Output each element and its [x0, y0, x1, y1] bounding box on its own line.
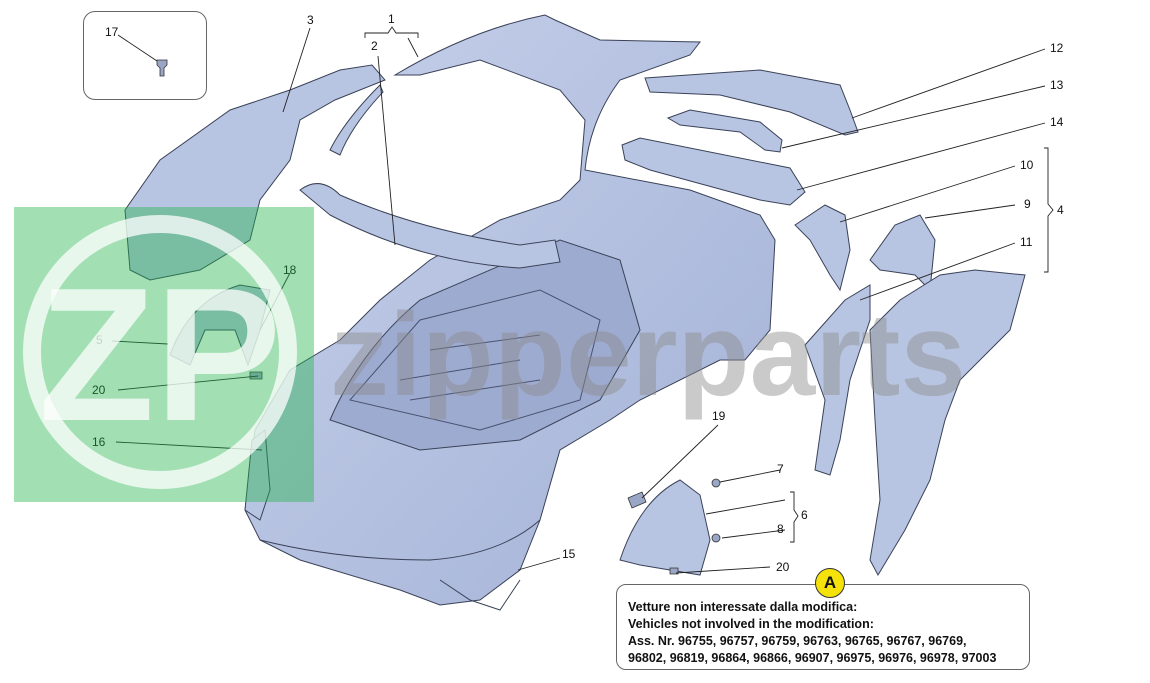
- callout-2: 2: [371, 39, 378, 53]
- clip-part-7: [711, 478, 721, 488]
- clip-part-20-right: [669, 567, 679, 575]
- front-bumper-edge: [259, 519, 541, 561]
- callout-14: 14: [1050, 115, 1064, 129]
- main-body-shell: [244, 14, 776, 611]
- detail-inset-box: [83, 11, 207, 100]
- callout-8: 8: [777, 522, 784, 536]
- callout-17-inset: 17: [105, 25, 119, 39]
- callout-15: 15: [562, 547, 576, 561]
- watermark-logo: ZP: [39, 249, 282, 461]
- leader-lines: [111, 26, 1054, 574]
- watermark-logo-ring: [23, 215, 297, 489]
- watermark: ZP zipperparts: [14, 207, 966, 502]
- callout-16: 16: [92, 435, 106, 449]
- clip-part-8: [711, 533, 721, 543]
- callout-9: 9: [1024, 197, 1031, 211]
- a-pillar-trim-part-2: [329, 84, 384, 156]
- rear-quarter-panel-part-4: [869, 269, 1026, 577]
- callout-5: 5: [96, 333, 103, 347]
- note-line-3: Ass. Nr. 96755, 96757, 96759, 96763, 967…: [628, 634, 967, 648]
- rear-reinforcement-part-14: [621, 137, 806, 206]
- clip-part-19: [627, 491, 647, 509]
- callout-11: 11: [1020, 235, 1033, 249]
- callout-4: 4: [1057, 203, 1064, 217]
- callout-18: 18: [283, 263, 297, 277]
- rear-bracket-part-10: [794, 204, 851, 292]
- cabin-floor: [329, 239, 641, 451]
- note-line-4: 96802, 96819, 96864, 96866, 96907, 96975…: [628, 651, 997, 665]
- callout-10: 10: [1020, 158, 1034, 172]
- note-line-1: Vetture non interessate dalla modifica:: [628, 600, 858, 614]
- watermark-text: zipperparts: [330, 289, 966, 421]
- tub-inner: [349, 289, 601, 431]
- callout-20-left: 20: [92, 383, 106, 397]
- floor-ribs: [399, 334, 541, 401]
- rear-deck-panel-part-12: [644, 69, 859, 136]
- note-line-2: Vehicles not involved in the modificatio…: [628, 617, 874, 631]
- fender-bracket-part-5: [169, 284, 271, 367]
- rear-pillar-part-11: [804, 284, 871, 476]
- front-subframe: [439, 579, 521, 611]
- callout-12: 12: [1050, 41, 1064, 55]
- note-badge: A: [815, 568, 845, 598]
- callout-3: 3: [307, 13, 314, 27]
- callout-7: 7: [777, 462, 784, 476]
- callout-1: 1: [388, 12, 395, 26]
- screw-icon: [156, 59, 168, 77]
- rear-bracket-part-9: [869, 214, 936, 292]
- rear-crossmember-part-13: [666, 109, 783, 153]
- detail-inset-art: 17: [105, 25, 168, 77]
- callout-20-right: 20: [776, 560, 790, 574]
- callout-13: 13: [1050, 78, 1064, 92]
- callout-6: 6: [801, 508, 808, 522]
- front-fender-part-6: [619, 479, 711, 576]
- note-box: [616, 584, 1030, 670]
- windshield-frame-part-2: [299, 183, 561, 269]
- callout-19: 19: [712, 409, 726, 423]
